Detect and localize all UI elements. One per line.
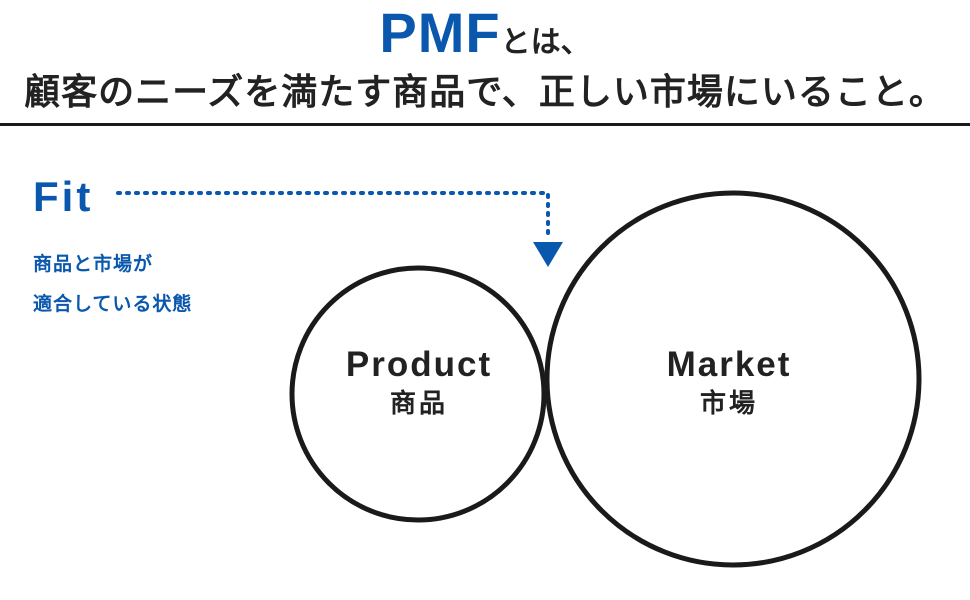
- market-label: Market 市場: [629, 344, 829, 422]
- fit-description: 商品と市場が 適合している状態: [33, 244, 192, 324]
- product-label: Product 商品: [319, 344, 519, 422]
- header-divider: [0, 123, 970, 126]
- market-label-japanese: 市場: [699, 389, 758, 419]
- fit-label: Fit: [33, 173, 94, 220]
- headline-subtitle: 顧客のニーズを満たす商品で、正しい市場にいること。: [24, 72, 946, 113]
- page-header: PMFとは、 顧客のニーズを満たす商品で、正しい市場にいること。: [0, 0, 970, 126]
- market-label-english: Market: [666, 345, 792, 384]
- product-circle: [289, 265, 547, 523]
- fit-connector-line: [116, 191, 550, 242]
- market-circle: [544, 190, 922, 568]
- fit-description-line: 商品と市場が: [33, 253, 154, 275]
- product-label-japanese: 商品: [389, 389, 448, 419]
- headline-suffix: とは、: [500, 25, 591, 60]
- fit-description-line: 適合している状態: [33, 293, 193, 315]
- headline-acronym: PMF: [379, 1, 501, 64]
- product-label-english: Product: [345, 345, 493, 384]
- fit-arrow-head: [533, 242, 563, 267]
- headline-title: PMFとは、: [0, 2, 970, 74]
